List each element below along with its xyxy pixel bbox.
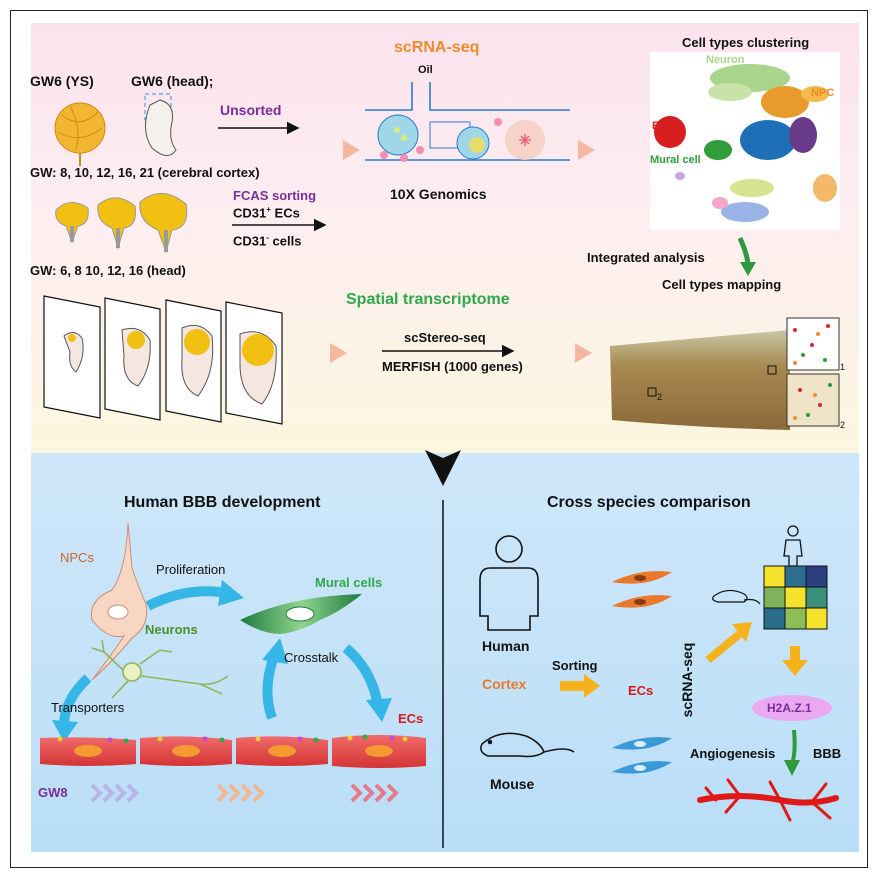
comparison-heatmap[interactable] [763,565,828,630]
yolk-sac-illustration [54,102,106,166]
proliferation-arrow [145,580,244,611]
tissue-sections [43,295,283,425]
heatmap-cell [805,586,828,609]
embryo-head-illustration [144,93,177,156]
gw-head-label: GW: 6, 8 10, 12, 16 (head) [30,263,186,278]
fcas-sorting-label: FCAS sorting [233,188,317,203]
cluster-label-mural: Mural cell [650,154,701,166]
endothelial-cell-row [40,734,426,768]
cluster-label-neuron: Neuron [706,54,745,66]
tenx-label: 10X Genomics [390,186,487,202]
cluster-label-npc: NPC [811,87,835,99]
sorting-label: Sorting [552,658,598,673]
mouse-ec-cells [612,737,672,774]
inset-1-label: 1 [840,362,846,372]
ec-arrow [342,644,392,722]
spatial-tissue-map [610,317,840,430]
neurons-label: Neurons [145,622,198,637]
bbb-development-title: Human BBB development [124,494,321,511]
heatmap-to-gene-arrow [782,646,808,676]
cd31-positive-label: CD31+ ECs [233,205,300,221]
gw-cortex-label: GW: 8, 10, 12, 16, 21 (cerebral cortex) [30,165,260,180]
flow-arrow-1 [343,140,360,160]
clustering-title: Cell types clustering [682,35,810,50]
cortex-embryo-illustrations [55,193,188,254]
scrna-seq-title: scRNA-seq [394,39,480,56]
main-down-arrow [425,450,461,486]
transporter-arrow [52,674,92,742]
flow-arrow-2 [578,140,595,160]
droplet-microfluidics [365,82,570,162]
ecs-label-left: ECs [398,711,424,726]
h2az1-label: H2A.Z.1 [767,701,812,715]
flow-arrow-3 [330,343,347,363]
bbb-green-arrow [784,729,800,776]
cluster-label-ec: EC [652,120,668,132]
spatial-transcriptome-title: Spatial transcriptome [346,291,510,308]
blood-vessel-icon [697,778,839,822]
mini-mouse-icon [712,589,761,605]
heatmap-cell [805,607,828,630]
crosstalk-label: Crosstalk [284,650,339,665]
oil-label: Oil [418,64,433,76]
heatmap-cell [784,565,807,588]
heatmap-cell [805,565,828,588]
human-ec-cells [612,571,672,608]
region-2-label: 2 [657,392,663,402]
npcs-label: NPCs [60,550,94,565]
scrna-seq-vertical-label: scRNA-seq [679,642,695,718]
mouse-icon [480,732,575,758]
human-label: Human [482,638,530,654]
mural-cells-label: Mural cells [315,575,383,590]
gw8-label: GW8 [38,785,68,800]
sorting-arrow [560,674,600,698]
heatmap-cell [763,607,786,630]
transporters-label: Transporters [51,700,125,715]
proliferation-label: Proliferation [156,562,226,577]
bbb-label: BBB [813,746,842,761]
umap-clustering [650,52,840,230]
npc-cell [90,522,148,681]
cortex-label: Cortex [482,676,527,692]
heatmap-cell [784,607,807,630]
gw6-head-label: GW6 (head); [131,73,214,89]
crosstalk-arrow [262,638,288,720]
mural-cell [240,594,362,634]
mouse-label: Mouse [490,776,535,792]
scstereo-label: scStereo-seq [404,330,486,345]
heatmap-cell [763,586,786,609]
h2az1-badge [752,695,832,721]
merfish-label: MERFISH (1000 genes) [382,359,523,374]
flow-arrow-4 [575,343,592,363]
neuron-cell [91,639,229,699]
integrated-arrow [737,236,751,267]
angiogenesis-label: Angiogenesis [690,746,776,761]
cell-types-mapping-label: Cell types mapping [662,277,782,292]
outer-frame [10,10,868,868]
unsorted-label: Unsorted [220,102,282,118]
integrated-analysis-label: Integrated analysis [587,250,705,265]
timeline-chevrons [90,783,399,803]
scrna-to-heatmap-arrow [705,622,752,664]
human-figure-icon [479,535,539,631]
heatmap-cell [763,565,786,588]
mini-human-icon [783,525,803,567]
gw6-ys-label: GW6 (YS) [30,73,94,89]
ecs-label-right: ECs [628,683,654,698]
cd31-negative-label: CD31- cells [233,233,302,249]
heatmap-cell [784,586,807,609]
inset-2-label: 2 [840,420,846,430]
cross-species-title: Cross species comparison [547,494,751,511]
